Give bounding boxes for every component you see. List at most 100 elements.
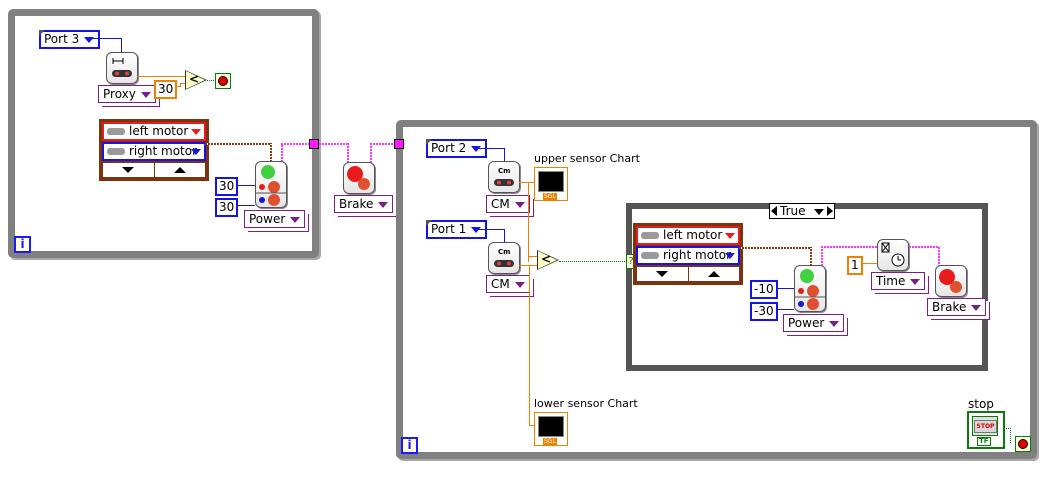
ultrasonic-sensor-icon [112, 58, 132, 77]
motor-item-right[interactable]: right motor [636, 246, 740, 265]
case-selector[interactable]: True [769, 203, 836, 219]
less-than-label: < [189, 72, 200, 86]
lower-sensor-chart[interactable]: SGL [534, 412, 568, 446]
port-3-label: Port 3 [44, 32, 80, 46]
brake-icon [939, 269, 962, 293]
lower-ultrasonic-block[interactable]: Cm [488, 242, 520, 274]
case-motor-ref-wire [739, 247, 811, 249]
motor-ref-wire [205, 143, 272, 145]
port-1-wire [476, 229, 505, 230]
port-2-wire [476, 148, 505, 149]
cluster-wire-between [319, 143, 349, 145]
cluster-wire-between-2 [370, 143, 397, 145]
ultrasonic-sensor-block[interactable] [106, 52, 138, 84]
motor-power-icon [795, 269, 825, 310]
case-selector-label: True [780, 204, 806, 218]
plug-icon [107, 128, 125, 135]
brake-mode-selector[interactable]: Brake [334, 195, 394, 213]
dropdown-arrow-icon [191, 149, 201, 155]
stop-button[interactable]: STOP TF [967, 411, 1005, 449]
case-motor-power-block[interactable] [794, 265, 826, 312]
case-power-right-constant[interactable]: -30 [750, 302, 778, 321]
port-1-label: Port 1 [431, 222, 467, 236]
case-power-right-wire [777, 309, 794, 310]
grow-array-button[interactable] [155, 163, 206, 177]
motor-item-label: right motor [129, 144, 198, 158]
motor-item-left[interactable]: left motor [636, 226, 740, 245]
case-cluster-wire-v [821, 246, 823, 266]
case-power-mode-selector[interactable]: Power [783, 314, 845, 332]
port-3-wire-v [121, 38, 122, 53]
dropdown-arrow-icon [910, 278, 921, 285]
lower-distance-wire-v [529, 265, 530, 425]
motor-item-left[interactable]: left motor [102, 122, 206, 141]
lower-distance-wire [519, 265, 537, 266]
shrink-array-button[interactable] [637, 267, 689, 281]
brake-mode-label: Brake [932, 300, 967, 314]
next-case-icon[interactable] [827, 206, 834, 216]
power-right-constant[interactable]: 30 [215, 198, 239, 217]
grow-array-button[interactable] [689, 267, 740, 281]
arrow-down-icon [656, 271, 669, 277]
case-power-left-constant[interactable]: -10 [750, 280, 778, 299]
dropdown-arrow-icon [140, 91, 151, 98]
plug-icon [107, 148, 125, 155]
case-motor-selector[interactable]: left motor right motor [633, 223, 743, 285]
lower-chart-label: lower sensor Chart [534, 397, 638, 410]
left-while-loop[interactable] [8, 9, 319, 258]
stop-button-face: STOP [974, 420, 997, 433]
dropdown-arrow-icon [725, 253, 735, 259]
dropdown-arrow-icon [725, 233, 735, 239]
previous-case-icon[interactable] [771, 206, 777, 216]
left-loop-output-tunnel [309, 139, 319, 149]
upper-ultrasonic-block[interactable]: Cm [488, 161, 520, 193]
case-cluster-wire-v2 [938, 246, 940, 267]
port-3-wire [88, 38, 121, 39]
cluster-wire-between-v2 [370, 143, 372, 163]
case-power-left-wire [777, 288, 794, 289]
lower-sensor-mode-selector[interactable]: CM [486, 275, 530, 293]
right-loop-condition-terminal [1015, 436, 1031, 452]
wait-mode-selector[interactable]: Time [871, 272, 926, 290]
shrink-array-button[interactable] [103, 163, 155, 177]
arrow-down-icon [122, 167, 135, 173]
port-3-selector[interactable]: Port 3 [39, 30, 101, 49]
motor-ref-wire-v [270, 143, 272, 162]
threshold-constant[interactable]: 30 [154, 80, 178, 99]
ultrasonic-cm-icon: Cm [494, 167, 514, 186]
wait-time-constant[interactable]: 1 [847, 256, 863, 275]
case-brake-mode-selector[interactable]: Brake [927, 298, 987, 316]
upper-sensor-mode-selector[interactable]: CM [486, 195, 530, 213]
less-than-comparator[interactable]: < [185, 70, 207, 90]
right-loop-iteration-terminal: i [401, 437, 418, 454]
case-cluster-wire [821, 246, 879, 248]
motor-selector[interactable]: left motor right motor [99, 119, 209, 181]
motor-item-label: right motor [663, 248, 732, 262]
upper-to-cmp-wire [528, 256, 537, 257]
chart-type-label: SGL [543, 193, 557, 200]
stop-wire-v [1010, 428, 1011, 443]
upper-distance-wire-v [528, 182, 529, 262]
power-left-constant[interactable]: 30 [215, 177, 239, 196]
threshold-wire-v [180, 83, 181, 87]
power-left-wire [237, 185, 255, 186]
threshold-wire-h [180, 83, 185, 84]
lower-sensor-mode-label: CM [491, 277, 510, 291]
chart-type-label: SGL [543, 438, 557, 445]
motor-item-right[interactable]: right motor [102, 142, 206, 161]
chart-icon [538, 171, 564, 192]
motor-power-block[interactable] [255, 161, 287, 208]
power-mode-selector[interactable]: Power [244, 210, 306, 228]
brake-block[interactable] [343, 162, 375, 194]
wait-time-block[interactable] [877, 239, 909, 271]
right-while-loop[interactable] [396, 120, 1037, 459]
brake-icon [347, 166, 370, 190]
brake-mode-label: Brake [339, 197, 374, 211]
upper-sensor-chart[interactable]: SGL [534, 167, 568, 201]
port-2-selector[interactable]: Port 2 [426, 139, 488, 158]
ultrasonic-mode-selector[interactable]: Proxy [98, 85, 156, 103]
stop-button-body: STOP [972, 416, 998, 436]
case-brake-block[interactable] [935, 265, 967, 297]
less-than-comparator-right[interactable]: < [537, 250, 559, 270]
port-2-wire-v [504, 148, 505, 161]
